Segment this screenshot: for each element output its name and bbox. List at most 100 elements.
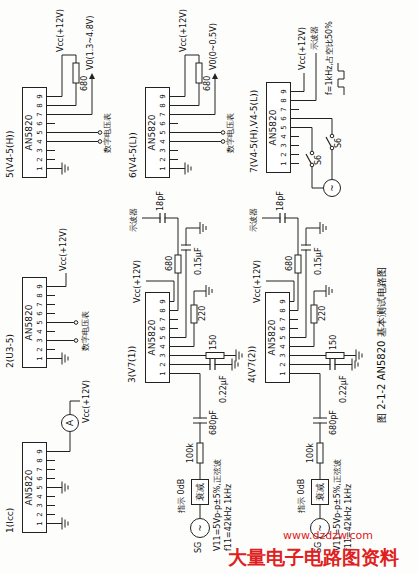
pin-number: 7 [279, 105, 290, 114]
terminal [310, 163, 314, 167]
terminal [221, 140, 225, 144]
pin-number: 5 [35, 128, 46, 137]
pin-number: 6 [279, 114, 290, 123]
output-arrow [89, 73, 95, 79]
label-text: 数字电压表 [104, 113, 113, 153]
ic-chip: AN5820123456789 [265, 292, 290, 383]
label-text: 示波器 [130, 208, 139, 232]
pin-number: 4 [278, 342, 289, 351]
pin-number: 1 [278, 369, 289, 378]
label-text: V11=5Vp-p±5%,正弦波 [214, 459, 223, 551]
label-text: 680 [204, 76, 213, 91]
node-text: ~ [327, 184, 337, 192]
component-gap [301, 246, 311, 250]
pin-number: 6 [158, 119, 169, 128]
resistor-symbol [196, 63, 202, 83]
label-text: 示波器 [250, 208, 259, 232]
label-text: 680 [286, 256, 295, 271]
label-text: S6 [335, 138, 344, 148]
ic-chip: AN5820123456789 [22, 277, 47, 368]
label-text: 示波器 [311, 26, 320, 50]
wire-connector [47, 432, 70, 452]
pin-number: 1 [158, 369, 169, 378]
resistor-symbol [175, 255, 181, 273]
pin-number: 5 [35, 318, 46, 327]
pin-number: 7 [35, 465, 46, 474]
label-text: 150 [210, 335, 219, 350]
pin-number: 9 [158, 297, 169, 306]
resistor-symbol [197, 443, 203, 463]
label-text: V0(1.3~4.8V) [87, 16, 96, 70]
label-text: 6(V4-5(L)) [129, 132, 139, 178]
pin-number: 3 [158, 351, 169, 360]
label-text: 指示 0dB [178, 479, 187, 513]
ic-chip: AN5820123456789 [266, 82, 291, 173]
pin-number: 6 [278, 324, 289, 333]
pin-number: 3 [158, 146, 169, 155]
pin-number: 6 [35, 309, 46, 318]
component-gap [181, 246, 191, 250]
terminal [330, 146, 334, 150]
label-text: 150 [330, 335, 339, 350]
pin-number: 2 [35, 345, 46, 354]
pin-number: 2 [35, 510, 46, 519]
pin-number: 5 [279, 123, 290, 132]
pin-number: 4 [35, 327, 46, 336]
ic-chip: AN5820123456789 [22, 87, 47, 178]
label-text: f=1kHz,占空比50% [326, 21, 335, 95]
wire-connector [320, 505, 321, 518]
label-text: 2(U3-5) [6, 334, 16, 368]
meter-source-circle: ~ [323, 179, 341, 197]
pin-number: 7 [35, 300, 46, 309]
capacitor-switch-symbol [160, 137, 335, 423]
pin-number: 8 [35, 456, 46, 465]
component-gap [281, 213, 285, 223]
resistor-symbol [206, 353, 224, 359]
pin-number: 7 [158, 315, 169, 324]
pin-row: 123456789 [35, 447, 46, 528]
pin-number: 5 [158, 128, 169, 137]
label-text: 0.15μF [195, 247, 204, 275]
resistor-symbol [317, 443, 323, 463]
label-text: f11=42kHz 1kHz [225, 484, 234, 551]
label-text: Vcc(+12V) [180, 9, 189, 52]
label-text: 数字电压表 [227, 113, 236, 153]
label-text: 0.15μF [315, 247, 324, 275]
pin-number: 8 [35, 291, 46, 300]
chip-name: AN5820 [146, 92, 158, 173]
label-text: 18pF [277, 191, 286, 211]
watermark-text: www.dzdzw.com [283, 530, 373, 542]
node-text: ~ [195, 524, 205, 532]
pin-number: 4 [35, 137, 46, 146]
chip-name: AN5820 [23, 92, 35, 173]
pin-number: 6 [35, 119, 46, 128]
wire [47, 53, 362, 530]
pin-row: 123456789 [278, 297, 289, 378]
pin-row: 123456789 [35, 282, 46, 363]
pin-number: 1 [279, 159, 290, 168]
ic-chip: AN5820123456789 [145, 87, 170, 178]
meter-source-circle: ~ [190, 518, 210, 538]
output-arrow [212, 73, 218, 79]
pin-number: 3 [35, 336, 46, 345]
pin-number: 1 [35, 354, 46, 363]
chip-name: AN5820 [23, 447, 35, 528]
pin-number: 8 [278, 306, 289, 315]
pin-number: 5 [158, 333, 169, 342]
pin-number: 3 [35, 501, 46, 510]
pin-number: 4 [35, 492, 46, 501]
label-text: Vcc(+12V) [83, 380, 92, 423]
label-text: 数字电压表 [82, 311, 91, 351]
attenuator-box: 衰减 [311, 479, 329, 505]
pin-number: 5 [278, 333, 289, 342]
pin-number: 8 [158, 101, 169, 110]
pin-row: 123456789 [158, 92, 169, 173]
terminal [98, 140, 102, 144]
label-text: 220 [319, 306, 328, 321]
pin-number: 4 [158, 342, 169, 351]
circle-outline [324, 180, 341, 197]
pin-number: 6 [158, 324, 169, 333]
pin-number: 4 [158, 137, 169, 146]
pin-number: 2 [279, 150, 290, 159]
figure-title: 图 2-1-2 AN5820 基本测试电路图 [376, 267, 387, 423]
